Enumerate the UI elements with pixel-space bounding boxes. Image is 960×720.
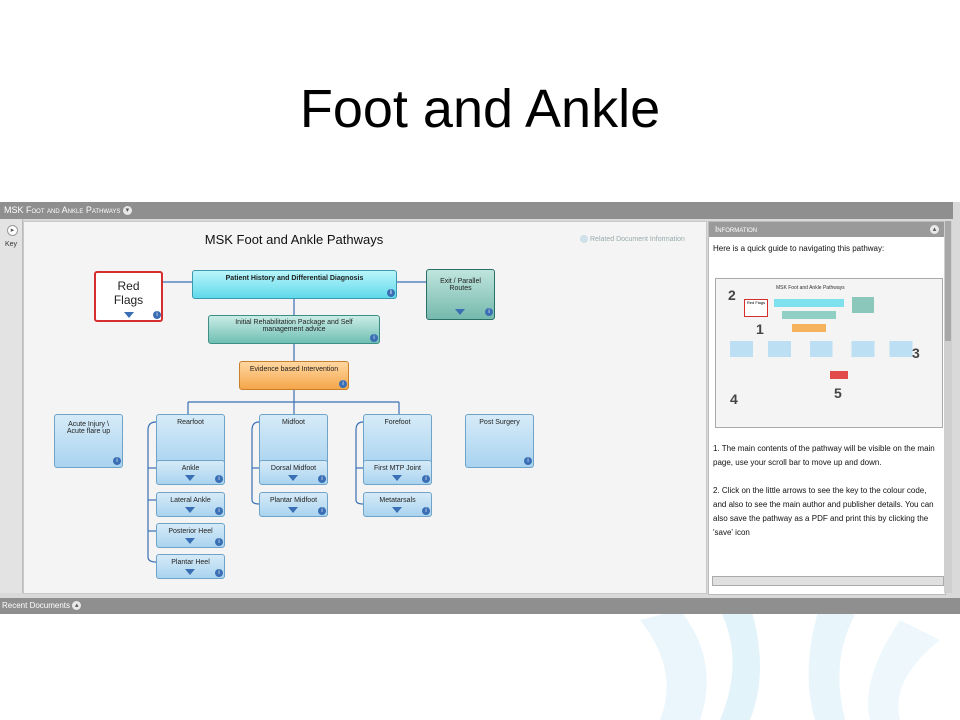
info-icon[interactable]: i	[485, 308, 493, 316]
dropdown-arrow-icon[interactable]	[288, 507, 298, 513]
node-forefoot[interactable]: Forefoot	[363, 414, 432, 468]
decorative-waves	[640, 605, 940, 720]
scrollbar-thumb[interactable]	[945, 221, 951, 341]
horizontal-scrollbar[interactable]	[712, 576, 944, 586]
info-icon[interactable]: i	[215, 538, 223, 546]
info-icon	[580, 235, 588, 243]
info-icon[interactable]: i	[524, 457, 532, 465]
pathway-title: MSK Foot and Ankle Pathways	[204, 232, 384, 247]
dropdown-arrow-icon[interactable]	[392, 475, 402, 481]
node-midfoot[interactable]: Midfoot	[259, 414, 328, 468]
window-title-bar: MSK Foot and Ankle Pathways ▾	[0, 202, 953, 219]
guide-thumb-evidence	[792, 324, 826, 332]
slide-title: Foot and Ankle	[299, 79, 661, 139]
expand-arrow-icon[interactable]: ▸	[7, 225, 18, 236]
information-panel: Information ▴ Here is a quick guide to n…	[708, 221, 946, 595]
guide-thumb-history	[774, 299, 844, 307]
pathway-connectors	[142, 281, 426, 563]
node-lateral-ankle[interactable]: Lateral Ankle i	[156, 492, 225, 517]
marker-3: 3	[912, 345, 920, 361]
window-title: MSK Foot and Ankle Pathways	[4, 205, 121, 215]
guide-thumb-title: MSK Foot and Ankle Pathways	[776, 285, 845, 291]
node-first-mtp-joint[interactable]: First MTP Joint i	[363, 460, 432, 485]
marker-5: 5	[834, 385, 842, 401]
info-icon[interactable]: i	[215, 475, 223, 483]
pathway-canvas: MSK Foot and Ankle Pathways Related Docu…	[23, 221, 707, 594]
guide-screenshot: MSK Foot and Ankle Pathways Red Flags 2 …	[715, 278, 943, 428]
node-dorsal-midfoot[interactable]: Dorsal Midfoot i	[259, 460, 328, 485]
node-plantar-heel[interactable]: Plantar Heel i	[156, 554, 225, 579]
information-intro: Here is a quick guide to navigating this…	[713, 244, 885, 253]
info-icon[interactable]: i	[318, 475, 326, 483]
vertical-scrollbar[interactable]	[944, 221, 952, 593]
collapse-icon[interactable]: ▴	[930, 225, 939, 234]
node-plantar-midfoot[interactable]: Plantar Midfoot i	[259, 492, 328, 517]
node-patient-history[interactable]: Patient History and Differential Diagnos…	[192, 270, 397, 299]
dropdown-arrow-icon[interactable]	[288, 475, 298, 481]
dropdown-arrow-icon[interactable]	[124, 312, 134, 318]
recent-documents-bar[interactable]: Recent Documents ▴	[0, 598, 960, 614]
info-icon[interactable]: i	[422, 507, 430, 515]
info-icon[interactable]: i	[153, 311, 161, 319]
info-icon[interactable]: i	[387, 289, 395, 297]
dropdown-arrow-icon[interactable]	[392, 507, 402, 513]
node-post-surgery[interactable]: Post Surgery i	[465, 414, 534, 468]
dropdown-arrow-icon[interactable]	[185, 475, 195, 481]
guide-thumb-rehab	[782, 311, 836, 319]
info-icon[interactable]: i	[370, 334, 378, 342]
information-body: 1. The main contents of the pathway will…	[713, 442, 941, 554]
info-icon[interactable]: i	[339, 380, 347, 388]
node-exit-parallel[interactable]: Exit / Parallel Routes i	[426, 269, 495, 320]
dropdown-arrow-icon[interactable]	[185, 507, 195, 513]
collapse-icon[interactable]: ▾	[122, 206, 132, 216]
node-evidence-intervention[interactable]: Evidence based Intervention i	[239, 361, 349, 390]
info-icon[interactable]: i	[318, 507, 326, 515]
info-icon[interactable]: i	[215, 507, 223, 515]
dropdown-arrow-icon[interactable]	[455, 309, 465, 315]
information-header: Information ▴	[709, 222, 945, 237]
guide-thumb-red-flags: Red Flags	[744, 299, 768, 317]
guide-thumb-exit	[852, 297, 874, 313]
guide-step-1: 1. The main contents of the pathway will…	[713, 444, 935, 467]
marker-4: 4	[730, 391, 738, 407]
node-initial-rehab[interactable]: Initial Rehabilitation Package and Self …	[208, 315, 380, 344]
node-metatarsals[interactable]: Metatarsals i	[363, 492, 432, 517]
node-acute-injury[interactable]: Acute Injury \ Acute flare up i	[54, 414, 123, 468]
node-red-flags[interactable]: Red Flags i	[94, 271, 163, 322]
expand-icon[interactable]: ▴	[72, 601, 82, 611]
related-document-link[interactable]: Related Document Information	[580, 235, 685, 243]
info-icon[interactable]: i	[422, 475, 430, 483]
guide-thumb-row	[730, 341, 920, 357]
key-panel[interactable]: ▸ Key	[0, 219, 23, 593]
recent-documents-label: Recent Documents	[2, 601, 71, 610]
node-ankle[interactable]: Ankle i	[156, 460, 225, 485]
app-window: MSK Foot and Ankle Pathways ▾ ▸ Key MSK …	[0, 202, 960, 614]
marker-2: 2	[728, 287, 736, 303]
guide-thumb-highlight	[830, 371, 848, 379]
node-posterior-heel[interactable]: Posterior Heel i	[156, 523, 225, 548]
info-icon[interactable]: i	[113, 457, 121, 465]
info-icon[interactable]: i	[215, 569, 223, 577]
marker-1: 1	[756, 321, 764, 337]
dropdown-arrow-icon[interactable]	[185, 538, 195, 544]
dropdown-arrow-icon[interactable]	[185, 569, 195, 575]
guide-step-2: 2. Click on the little arrows to see the…	[713, 486, 934, 537]
key-label: Key	[5, 241, 18, 248]
